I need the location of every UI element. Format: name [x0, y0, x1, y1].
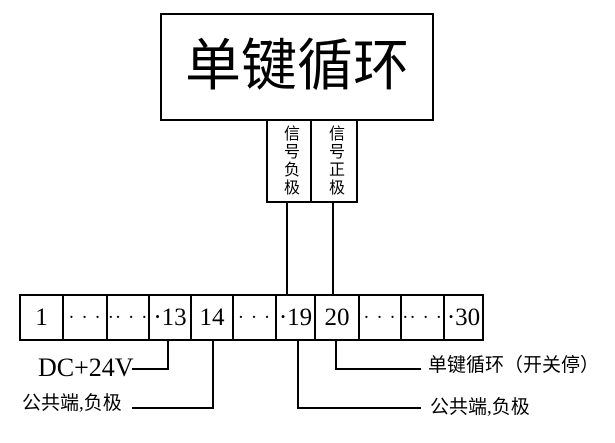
wire-signal-positive-to-terminal20 — [332, 201, 334, 296]
terminal-cell-1: 1 — [21, 296, 64, 339]
signal-negative-box: 信号负极 — [266, 119, 312, 203]
terminal-cell-dots-c: · · · — [234, 296, 277, 339]
wire-signal-negative-to-terminal19 — [286, 201, 288, 296]
wire-terminal14-down — [212, 339, 214, 409]
terminal-cell-14: 14 — [192, 296, 234, 339]
wire-terminal19-down — [297, 339, 299, 409]
label-common-negative-right: 公共端,负极 — [430, 397, 530, 418]
device-box: 单键循环 — [160, 13, 434, 121]
wire-terminal19-to-common-right — [297, 407, 421, 409]
signal-positive-label: 信号正极 — [326, 125, 343, 197]
terminal-cell-20: 20 — [316, 296, 360, 339]
wire-terminal13-down — [167, 339, 169, 370]
terminal-cell-19: ·19 — [277, 296, 316, 339]
signal-negative-label: 信号负极 — [281, 125, 298, 197]
label-common-negative-left: 公共端,负极 — [22, 393, 122, 414]
wire-terminal14-to-common-left — [132, 407, 214, 409]
terminal-strip: 1 · · · ·· · · ·13 14 · · · ·19 20 · · ·… — [19, 294, 484, 341]
label-dc24v: DC+24V — [38, 353, 134, 382]
signal-positive-box: 信号正极 — [310, 119, 358, 203]
device-title: 单键循环 — [185, 36, 409, 98]
terminal-cell-13: ·13 — [150, 296, 192, 339]
wire-terminal20-down — [335, 339, 337, 370]
wire-terminal20-to-cycle-label — [335, 368, 421, 370]
terminal-cell-dots-b: ·· · · — [108, 296, 150, 339]
terminal-cell-dots-a: · · · — [64, 296, 108, 339]
label-single-key-cycle: 单键循环（开关停） — [428, 355, 600, 376]
terminal-cell-dots-d: · · · — [360, 296, 402, 339]
wire-terminal13-to-dc24v — [132, 368, 169, 370]
terminal-cell-30: ·30 — [446, 303, 481, 331]
terminal-cell-dots-e: ·· · · — [402, 296, 445, 339]
